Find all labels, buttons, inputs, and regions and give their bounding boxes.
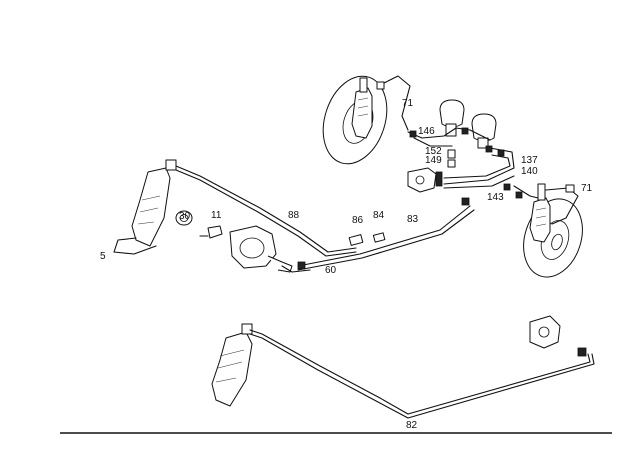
brake-hose-5 [113,237,157,255]
connector-86 [348,234,364,246]
label-152: 152 [425,146,442,157]
clip-11 [199,225,223,239]
label-149: 149 [425,155,442,166]
rear-brake-caliper-left-upper [131,159,177,247]
label-11: 11 [211,210,222,221]
brake-pipe-60 [281,265,311,273]
front-caliper-right [529,183,551,243]
brake-fluid-reservoir [439,99,497,149]
brake-pipe-88 [175,165,357,257]
brake-pipe-83 [297,197,475,271]
label-140: 140 [521,166,538,177]
grommet-30 [175,210,193,226]
label-5: 5 [100,251,106,262]
brake-pipe-82 [249,329,595,419]
label-88: 88 [288,210,300,221]
label-82: 82 [406,420,418,431]
rear-brake-caliper-right-lower [529,315,561,349]
label-137: 137 [521,155,538,166]
brake-hose-71-right [545,184,579,225]
label-86: 86 [352,215,364,226]
connector-84 [372,232,386,243]
rear-brake-caliper-lower [211,323,253,407]
label-143: 143 [487,192,504,203]
label-146: 146 [418,126,435,137]
pipe-set-137-140 [443,145,515,189]
brake-hose-71-left [376,75,411,131]
brake-valve [407,167,443,193]
front-caliper-left [351,77,373,139]
label-60: 60 [325,265,337,276]
front-brake-disc-right [523,198,583,278]
label-71-left: 71 [402,98,414,109]
label-83: 83 [407,214,419,225]
label-30: 30 [179,211,191,222]
brake-booster-assembly [229,225,306,273]
pipe-set-146 [407,127,491,147]
fitting-152-149 [447,149,456,168]
pipe-143 [503,183,539,199]
label-71-right: 71 [581,183,593,194]
label-84: 84 [373,210,385,221]
